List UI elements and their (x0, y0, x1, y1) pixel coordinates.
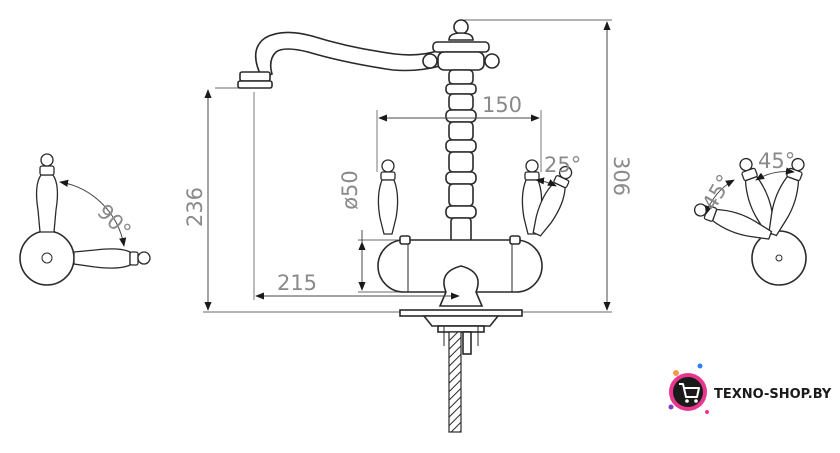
logo-dot-orange (673, 370, 679, 376)
main-left-handle-collar (380, 171, 396, 181)
right-handle-side-view: 45° 45° (693, 149, 807, 286)
left-handle-horizontal (73, 248, 131, 269)
aerator-bottom (237, 80, 273, 89)
brand-name: TEXNO-SHOP.BY (714, 387, 832, 402)
mounting-bracket (422, 315, 500, 327)
column-ring-2 (445, 83, 477, 95)
mounting-stud (462, 331, 472, 355)
main-right-handle-collar (524, 171, 540, 181)
aerator-top (239, 71, 271, 82)
pos-b-body (768, 175, 800, 237)
logo-dot-blue (697, 363, 703, 369)
column-ring-7 (448, 151, 474, 173)
left-base-center (41, 252, 53, 264)
supply-hose (448, 331, 462, 433)
column-finial (453, 19, 469, 35)
logo-dot-pink (705, 410, 709, 414)
left-handle-horizontal-collar (129, 251, 139, 266)
column-right-ball (484, 53, 500, 69)
column-ring-5 (448, 121, 474, 141)
handle-tilt-arc (535, 177, 557, 187)
left-handle-knob (40, 153, 54, 167)
column-ring-6 (445, 139, 477, 153)
tilted-handle-body (532, 181, 566, 237)
left-rotation-label: 90° (92, 200, 135, 243)
right-handle-position-a (739, 157, 776, 237)
handle-tilt-label: 25° (544, 153, 581, 177)
body-left-valve-top (399, 235, 411, 245)
column-ring-10 (445, 205, 477, 219)
mounting-washer (437, 325, 485, 333)
main-left-handle (377, 179, 399, 235)
main-left-handle-knob (381, 159, 395, 173)
brand-logo[interactable]: TEXNO-SHOP.BY (668, 363, 832, 415)
main-right-handle-knob (525, 159, 539, 173)
left-handle-vertical (35, 174, 59, 233)
right-base-circle (751, 230, 807, 286)
right-rotation-arc-a (755, 167, 795, 181)
spout-height-label: 236 (183, 187, 207, 227)
right-rotation-arc-b (705, 179, 735, 215)
cart-icon (679, 383, 700, 403)
left-handle-collar (39, 165, 55, 176)
faucet-front-view: 306 236 215 150 ø50 25° (183, 19, 633, 433)
spout-arm (254, 31, 441, 80)
column-cross-top (432, 41, 490, 53)
deck-plate (399, 309, 523, 317)
main-right-handle-tilted (532, 165, 573, 237)
right-base-center (775, 254, 783, 262)
left-handle-side-view: 90° (19, 153, 151, 286)
left-rotation-arc (59, 179, 127, 247)
left-base-circle (19, 230, 75, 286)
spout-reach-label: 215 (277, 271, 317, 295)
column-ring-4 (445, 109, 477, 123)
column-ring-3 (448, 93, 474, 111)
column-ring-9 (448, 183, 474, 207)
body-diameter-label: ø50 (338, 170, 362, 210)
column-ring-1 (448, 69, 474, 85)
left-handle-horizontal-knob (137, 251, 151, 265)
body-right-valve-top (509, 235, 521, 245)
column-crown (437, 51, 485, 71)
column-cap (448, 32, 474, 41)
logo-dot-purple (668, 404, 674, 410)
handle-spread-label: 150 (482, 93, 522, 117)
right-rotation-label-a: 45° (758, 149, 795, 173)
column-ring-8 (445, 171, 477, 185)
total-height-label: 306 (609, 156, 633, 196)
column-left-ball (422, 53, 438, 69)
